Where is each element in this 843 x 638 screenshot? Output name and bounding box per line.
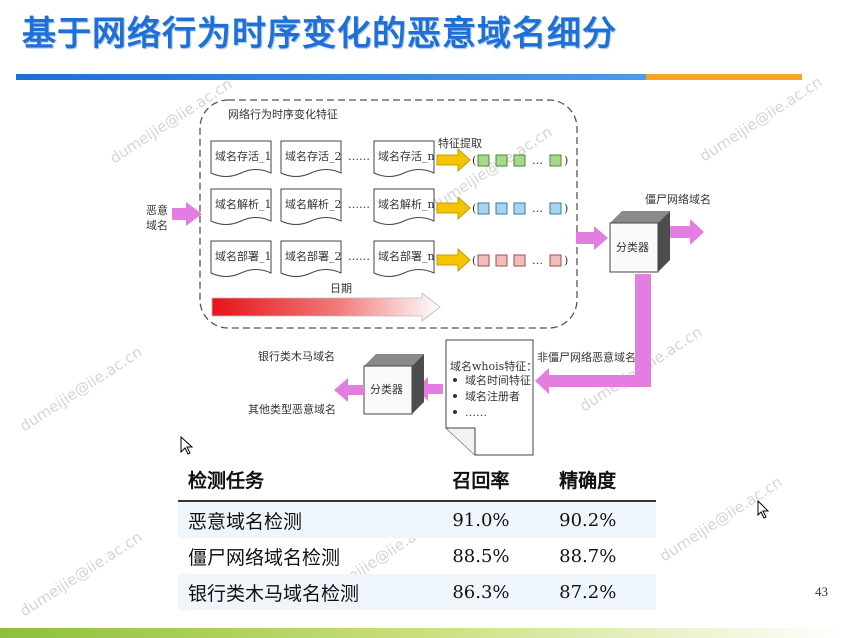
feature-extract-label: 特征提取 <box>438 136 482 150</box>
non-botnet-label: 非僵尸网络恶意域名 <box>537 350 636 364</box>
mouse-cursor-icon <box>757 500 770 519</box>
doc-label: 域名解析_n <box>378 197 435 211</box>
table-cell: 88.5% <box>452 545 510 567</box>
table-cell: 91.0% <box>442 501 550 538</box>
table-row: 恶意域名检测 91.0% 90.2% <box>178 501 656 538</box>
extract-arrow <box>436 247 471 273</box>
doc-label: 域名部署_n <box>378 249 435 263</box>
feature-cell <box>477 154 490 167</box>
feature-cell <box>549 254 562 267</box>
date-label: 日期 <box>330 282 352 295</box>
table-header-row: 检测任务 召回率 精确度 <box>178 459 656 502</box>
doc-label: 域名解析_2 <box>285 197 342 211</box>
feature-cell <box>549 202 562 215</box>
classifier-cube-2: 分类器 <box>363 354 424 415</box>
table-cell: 88.7% <box>559 545 617 567</box>
table-row: 僵尸网络域名检测 88.5% 88.7% <box>178 538 656 574</box>
whois-item: 域名注册者 <box>465 389 520 403</box>
table-row: 银行类木马域名检测 86.3% 87.2% <box>178 574 656 610</box>
input-arrow <box>172 202 202 226</box>
row-survival: 域名存活_1 域名存活_2 …… 域名存活_n ( … ) <box>210 140 568 177</box>
botnet-label: 僵尸网络域名 <box>645 192 711 206</box>
mouse-cursor-icon <box>180 435 194 455</box>
svg-text:(: ( <box>472 154 476 167</box>
doc-deployment-1 <box>210 240 272 277</box>
doc-label: 域名解析_1 <box>215 197 272 211</box>
svg-text:): ) <box>564 154 568 167</box>
feature-ellipsis: … <box>532 154 543 167</box>
whois-document: 域名whois特征： 域名时间特征 域名注册者 …… <box>445 339 537 456</box>
feature-group-border <box>199 99 578 329</box>
feature-cell <box>477 202 490 215</box>
to-classifier-arrow <box>576 226 608 250</box>
whois-title: 域名whois特征： <box>450 359 537 373</box>
row-resolution: 域名解析_1 域名解析_2 …… 域名解析_n ( … ) <box>210 188 568 225</box>
classifier-cube: 分类器 <box>609 211 670 273</box>
doc-resolution-n <box>373 188 435 225</box>
doc-deployment-2 <box>280 240 342 277</box>
feature-cell <box>513 254 526 267</box>
whois-item: …… <box>465 406 487 419</box>
doc-survival-2 <box>280 140 342 177</box>
title-underline-blue <box>16 74 646 80</box>
bank-trojan-label: 银行类木马域名 <box>258 349 335 363</box>
feature-cell <box>549 154 562 167</box>
svg-text:): ) <box>564 202 568 215</box>
watermark: dumeijie@iie.ac.cn <box>16 527 146 621</box>
svg-text:): ) <box>564 254 568 267</box>
table-cell: 87.2% <box>549 574 656 610</box>
feature-ellipsis: … <box>532 202 543 215</box>
input-label-line1: 恶意 <box>146 203 168 217</box>
svg-text:(: ( <box>472 254 476 267</box>
results-table: 检测任务 召回率 精确度 恶意域名检测 91.0% 90.2% 僵尸网络域名检测… <box>178 459 656 610</box>
ellipsis: …… <box>348 198 370 211</box>
malicious-domain-subdivision-diagram: 网络行为时序变化特征 恶意 域名 域名存活_1 域名存活_2 …… 域名存活_n… <box>146 99 711 456</box>
column-header: 检测任务 <box>178 459 443 502</box>
doc-label: 域名存活_n <box>378 149 435 163</box>
column-header: 精确度 <box>549 459 656 502</box>
row-deployment: 域名部署_1 域名部署_2 …… 域名部署_n ( … ) <box>210 240 568 277</box>
doc-resolution-2 <box>280 188 342 225</box>
feature-ellipsis: … <box>532 254 543 267</box>
other-malicious-label: 其他类型恶意域名 <box>248 402 336 416</box>
column-header: 召回率 <box>442 459 550 502</box>
doc-survival-n <box>373 140 435 177</box>
extract-arrow <box>436 195 471 221</box>
table-cell: 86.3% <box>442 574 550 610</box>
whois-item: 域名时间特征 <box>465 373 531 387</box>
output-arrow <box>334 378 364 402</box>
title-underline-orange <box>646 74 802 80</box>
date-arrow <box>211 292 441 322</box>
bottom-decoration-bar <box>0 628 843 638</box>
doc-resolution-1 <box>210 188 272 225</box>
doc-label: 域名存活_1 <box>215 149 272 163</box>
non-botnet-arrow <box>535 274 651 394</box>
page-number: 43 <box>815 584 828 599</box>
doc-label: 域名部署_2 <box>285 249 342 263</box>
ellipsis: …… <box>348 250 370 263</box>
botnet-arrow <box>670 219 704 245</box>
classifier-label: 分类器 <box>370 382 403 396</box>
table-cell: 银行类木马域名检测 <box>178 574 443 610</box>
extract-arrow <box>436 147 471 173</box>
table-cell: 90.2% <box>549 501 656 538</box>
doc-deployment-n <box>373 240 435 277</box>
feature-cell <box>495 254 508 267</box>
feature-cell <box>513 154 526 167</box>
input-label-line2: 域名 <box>146 218 168 232</box>
classifier-label: 分类器 <box>616 240 649 254</box>
group-label: 网络行为时序变化特征 <box>228 107 338 121</box>
doc-label: 域名存活_2 <box>285 149 342 163</box>
feature-cell <box>495 154 508 167</box>
doc-survival-1 <box>210 140 272 177</box>
feature-cell <box>477 254 490 267</box>
table-cell: 恶意域名检测 <box>178 501 443 538</box>
table-cell: 僵尸网络域名检测 <box>188 546 341 569</box>
doc-label: 域名部署_1 <box>215 249 272 263</box>
svg-text:(: ( <box>472 202 476 215</box>
feature-cell <box>495 202 508 215</box>
feature-cell <box>513 202 526 215</box>
slide-title: 基于网络行为时序变化的恶意域名细分 <box>22 14 617 54</box>
ellipsis: …… <box>348 150 370 163</box>
